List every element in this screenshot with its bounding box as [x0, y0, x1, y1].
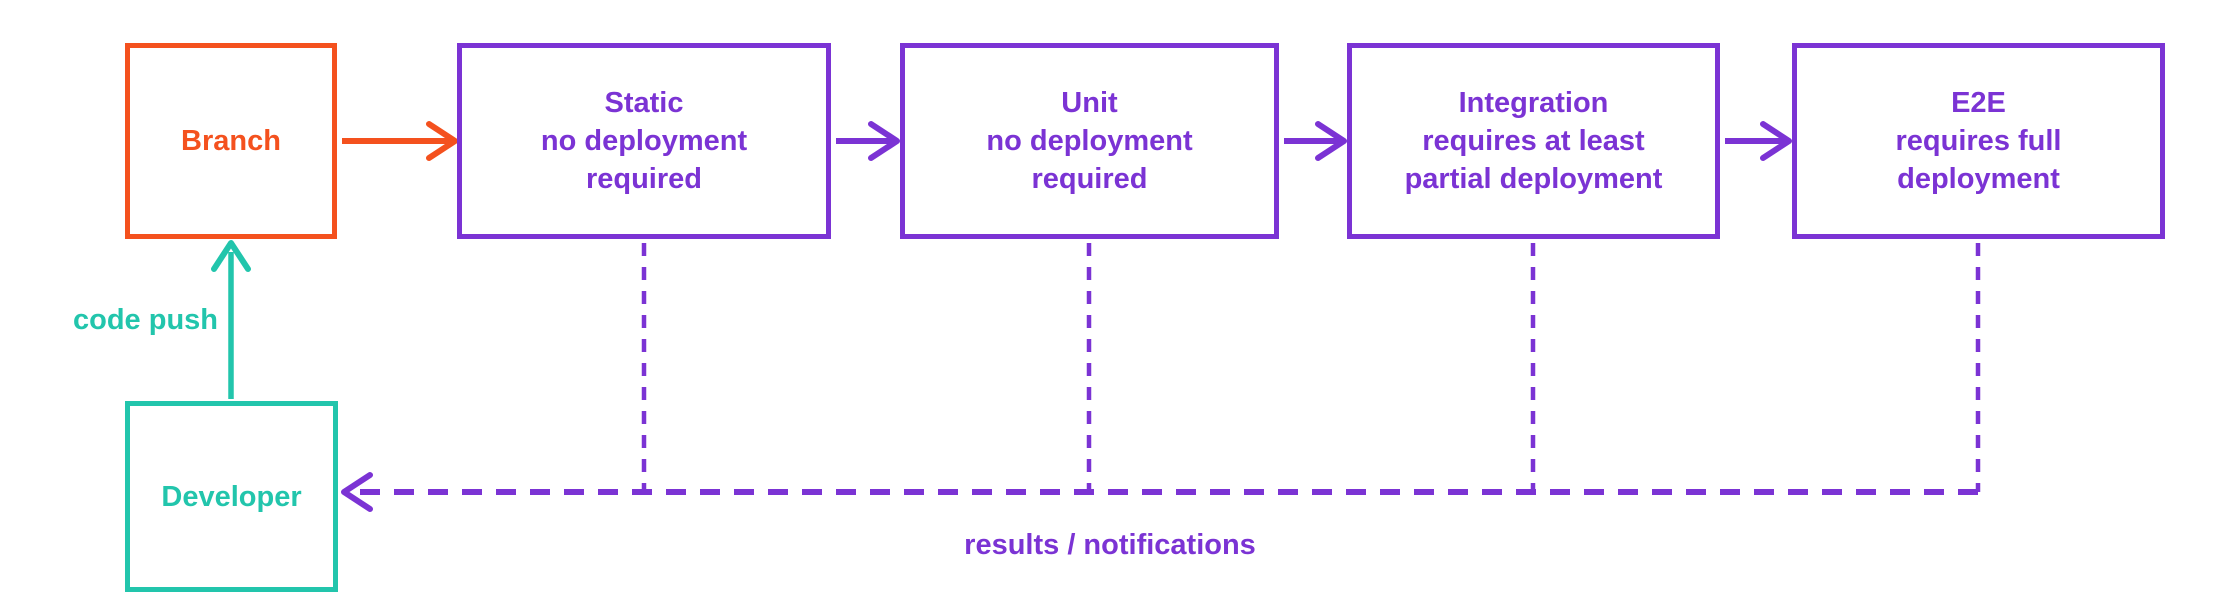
arrow-right-icon	[1760, 121, 1792, 161]
arrow-right-icon	[1315, 121, 1347, 161]
node-branch: Branch	[125, 43, 337, 239]
node-static: Static no deployment required	[457, 43, 831, 239]
node-developer-title: Developer	[161, 480, 302, 513]
node-integration-subtitle-line2: partial deployment	[1404, 163, 1663, 195]
node-unit: Unit no deployment required	[900, 43, 1279, 239]
node-e2e-subtitle-line1: requires full	[1895, 125, 2062, 157]
arrow-right-icon	[868, 121, 900, 161]
edge-developer-branch	[211, 240, 251, 399]
node-static-subtitle-line2: required	[585, 163, 702, 195]
node-developer: Developer	[125, 401, 338, 592]
node-unit-title: Unit	[1061, 87, 1118, 119]
arrow-up-icon	[211, 240, 251, 272]
code-push-label: code push	[72, 304, 218, 336]
node-integration-subtitle-line1: requires at least	[1422, 125, 1645, 157]
arrow-left-icon	[341, 472, 373, 512]
edge-integration-e2e	[1725, 121, 1792, 161]
results-notifications-label: results / notifications	[964, 529, 1256, 561]
node-e2e: E2E requires full deployment	[1792, 43, 2165, 239]
node-branch-title: Branch	[181, 125, 281, 157]
node-integration: Integration requires at least partial de…	[1347, 43, 1720, 239]
edge-static-unit	[836, 121, 900, 161]
edge-branch-static	[342, 121, 458, 161]
node-e2e-title: E2E	[1951, 87, 2006, 119]
edge-unit-integration	[1284, 121, 1347, 161]
node-static-title: Static	[604, 87, 684, 119]
edge-results-feedback	[341, 243, 1981, 512]
node-integration-title: Integration	[1458, 87, 1609, 119]
node-unit-subtitle-line2: required	[1031, 163, 1148, 195]
arrow-right-icon	[426, 121, 458, 161]
node-unit-subtitle-line1: no deployment	[986, 125, 1193, 157]
node-e2e-subtitle-line2: deployment	[1897, 163, 2060, 195]
node-static-subtitle-line1: no deployment	[540, 125, 748, 157]
